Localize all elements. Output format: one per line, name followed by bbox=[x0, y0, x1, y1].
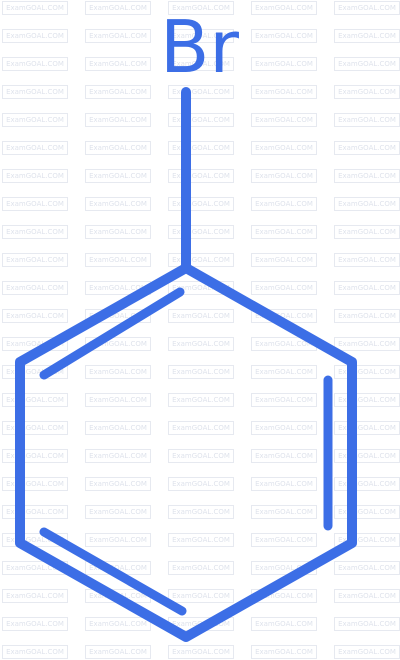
bromine-atom-label: Br bbox=[160, 5, 239, 89]
double-bond-upper-left bbox=[39, 287, 185, 380]
benzene-ring bbox=[15, 263, 357, 642]
double-bond-bottom-left bbox=[39, 527, 187, 616]
